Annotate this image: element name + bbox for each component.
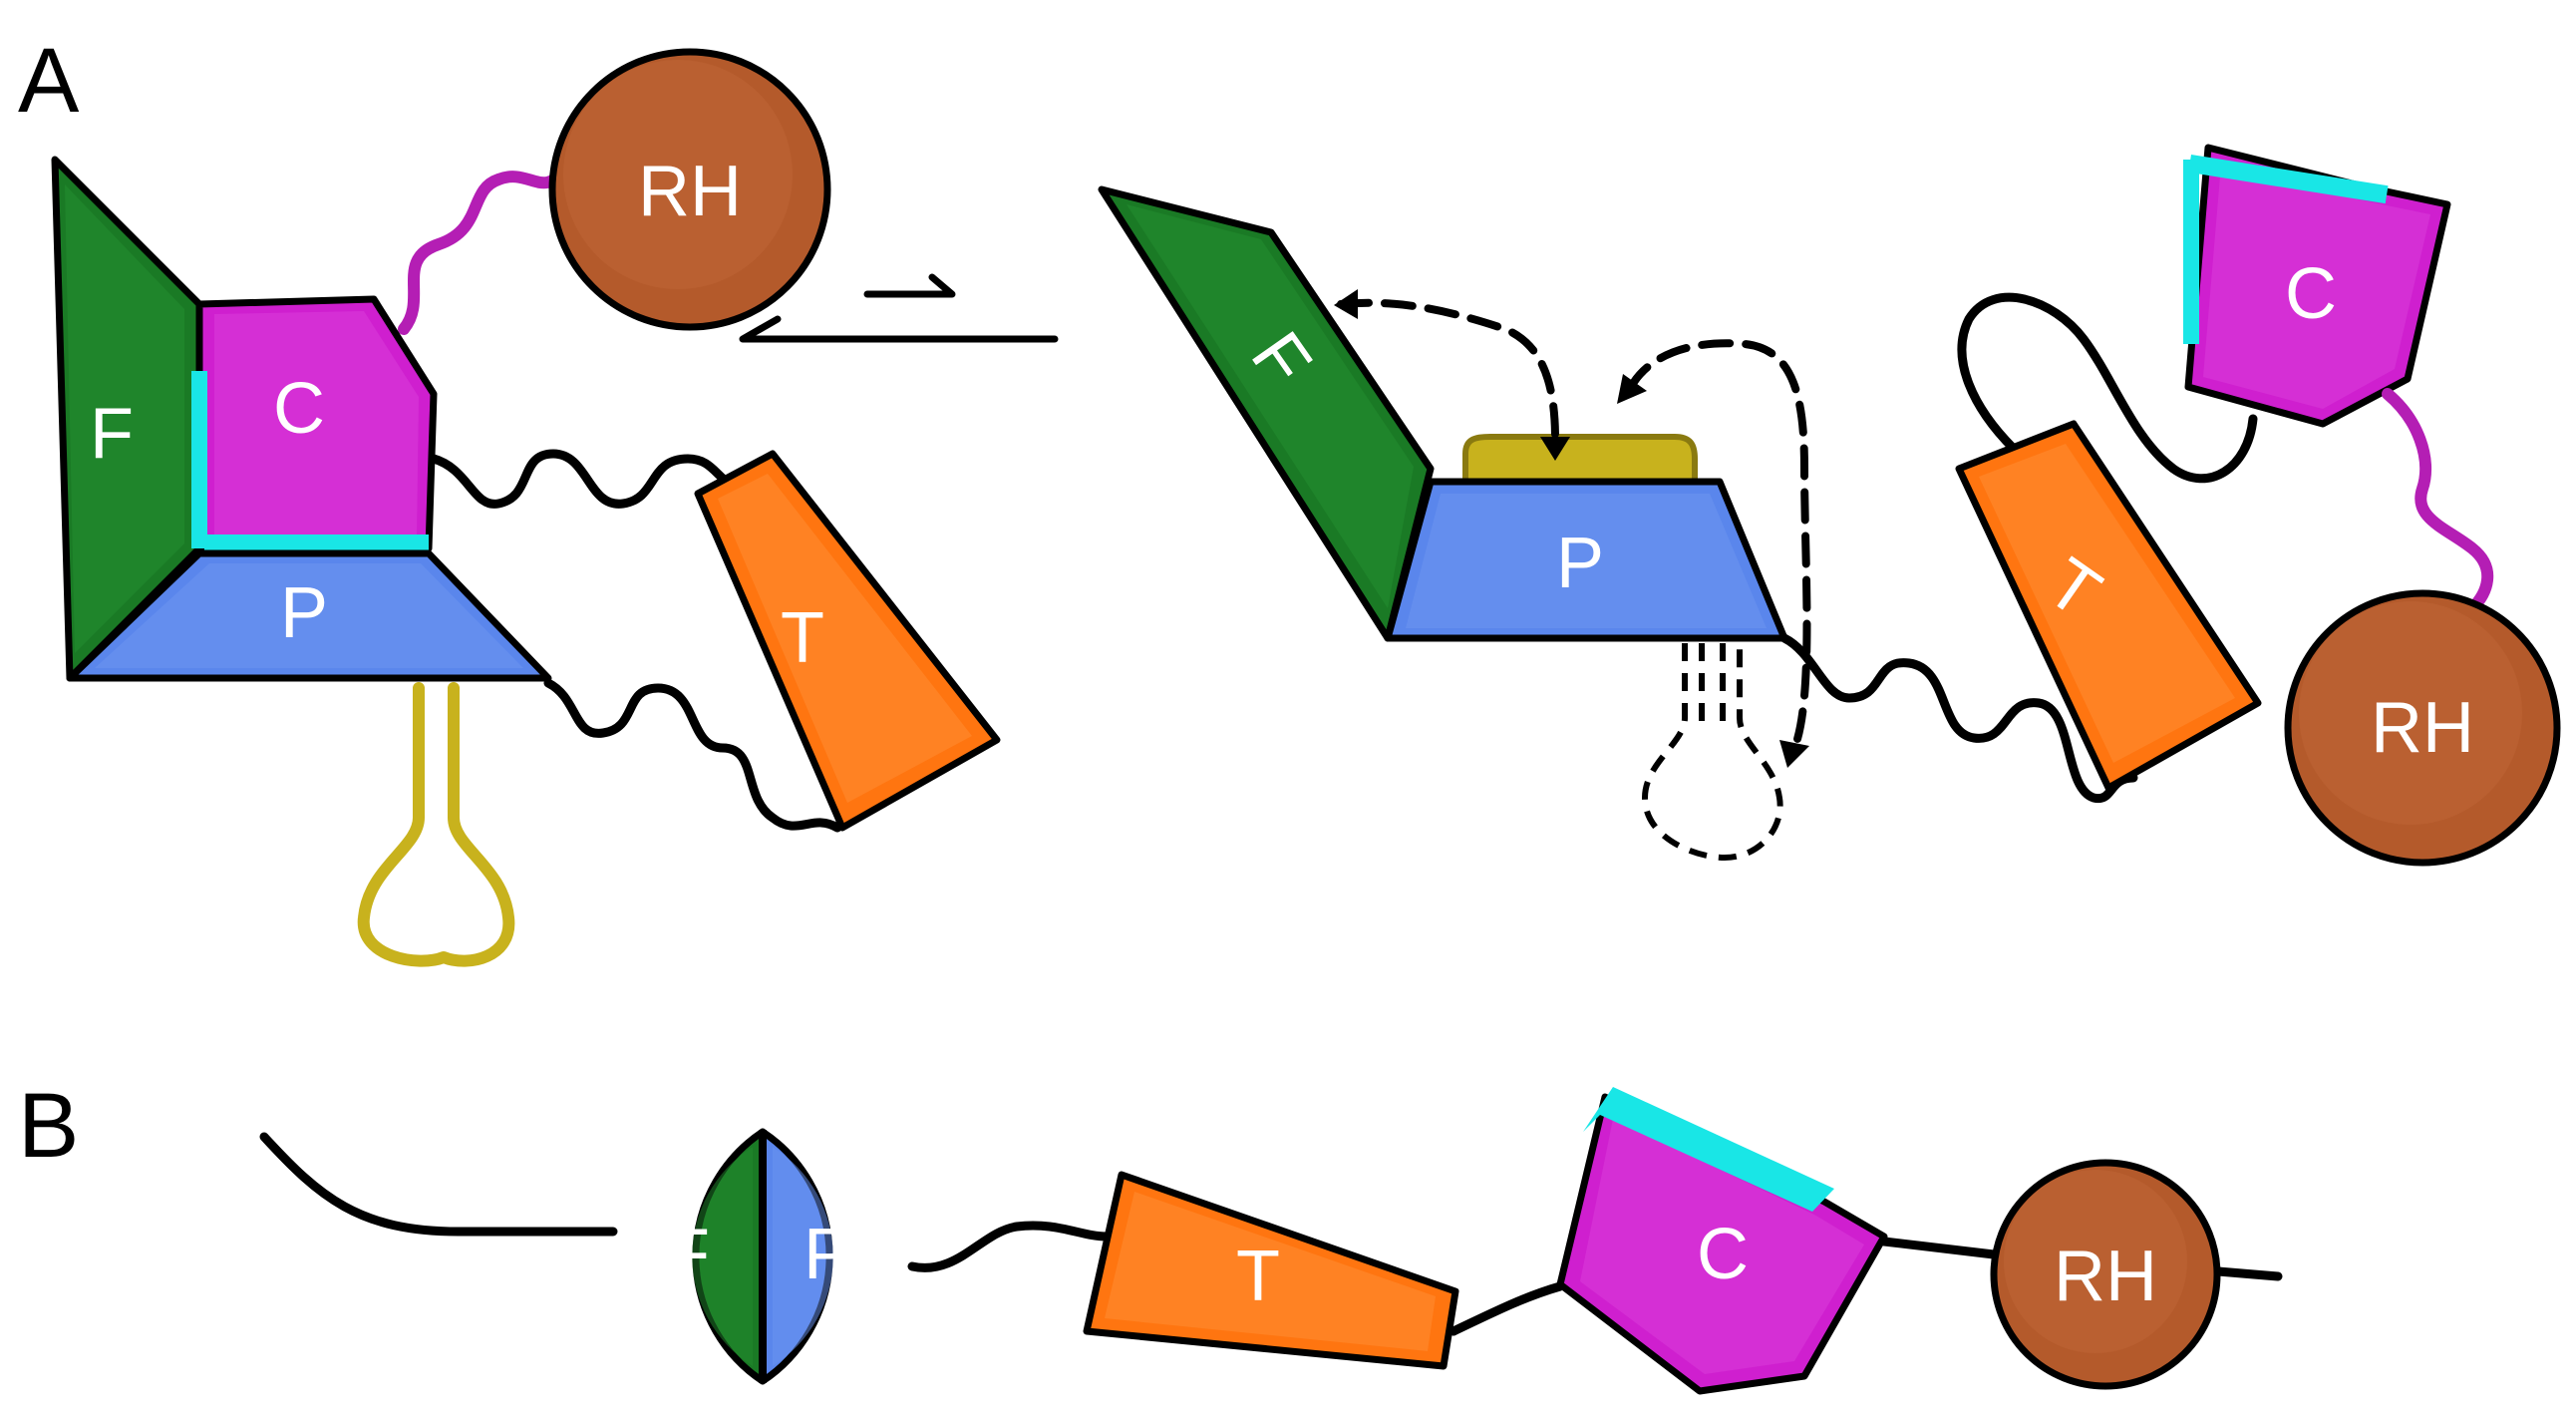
panel-a-closed-state: F C P T RH <box>51 48 1001 967</box>
p-label-open: P <box>1556 524 1604 603</box>
arrowhead-f <box>1334 289 1358 319</box>
rh-domain-b <box>1990 1159 2221 1390</box>
equilibrium-arrows <box>739 273 1059 343</box>
t-c-linker-open <box>1957 292 2258 484</box>
c-cyan-strip-bottom <box>204 534 429 552</box>
rh-label: RH <box>638 152 742 231</box>
arrowhead-top <box>1617 374 1647 404</box>
backbone-chain <box>259 1132 618 1237</box>
c-cyan-strip-left <box>191 371 207 548</box>
arrowhead-bottom <box>1779 740 1809 768</box>
c-label-open: C <box>2285 254 2337 334</box>
rh-label-open: RH <box>2371 688 2474 768</box>
c-t-linker <box>429 449 753 509</box>
p-label: P <box>280 573 328 653</box>
dashed-arrow-hairpin <box>1626 339 1811 752</box>
c-label: C <box>273 369 325 449</box>
hairpin-loop <box>357 682 515 967</box>
c-cyan-strip-b <box>1583 1087 1834 1212</box>
f-label-b: F <box>666 1215 710 1294</box>
c-label-b: C <box>1697 1215 1749 1294</box>
rh-domain-open <box>2284 589 2561 867</box>
reverse-arrow <box>739 315 1059 343</box>
panel-label-b: B <box>18 1075 79 1177</box>
c-rh-linker-open <box>2382 388 2494 614</box>
panel-b-linear: F P T C RH <box>259 1087 2283 1395</box>
dashed-hairpin <box>1641 643 1783 862</box>
rh-domain <box>548 48 831 331</box>
t-label-b: T <box>1236 1237 1280 1316</box>
rh-label-b: RH <box>2054 1237 2157 1316</box>
p-label-b: P <box>804 1215 851 1294</box>
arrowhead-loop <box>1540 437 1570 461</box>
forward-arrow <box>863 273 956 298</box>
t-label: T <box>781 598 824 678</box>
p-t-linker-open <box>1779 633 2138 804</box>
c-cyan-strip-open <box>2188 154 2389 204</box>
loop-open <box>1462 434 1698 487</box>
panel-label-a: A <box>18 30 80 132</box>
f-label: F <box>90 394 134 474</box>
panel-a-open-state: F P T C <box>1098 144 2561 867</box>
dashed-arrow-f-loop <box>1337 298 1559 443</box>
p-t-linker <box>543 678 842 833</box>
